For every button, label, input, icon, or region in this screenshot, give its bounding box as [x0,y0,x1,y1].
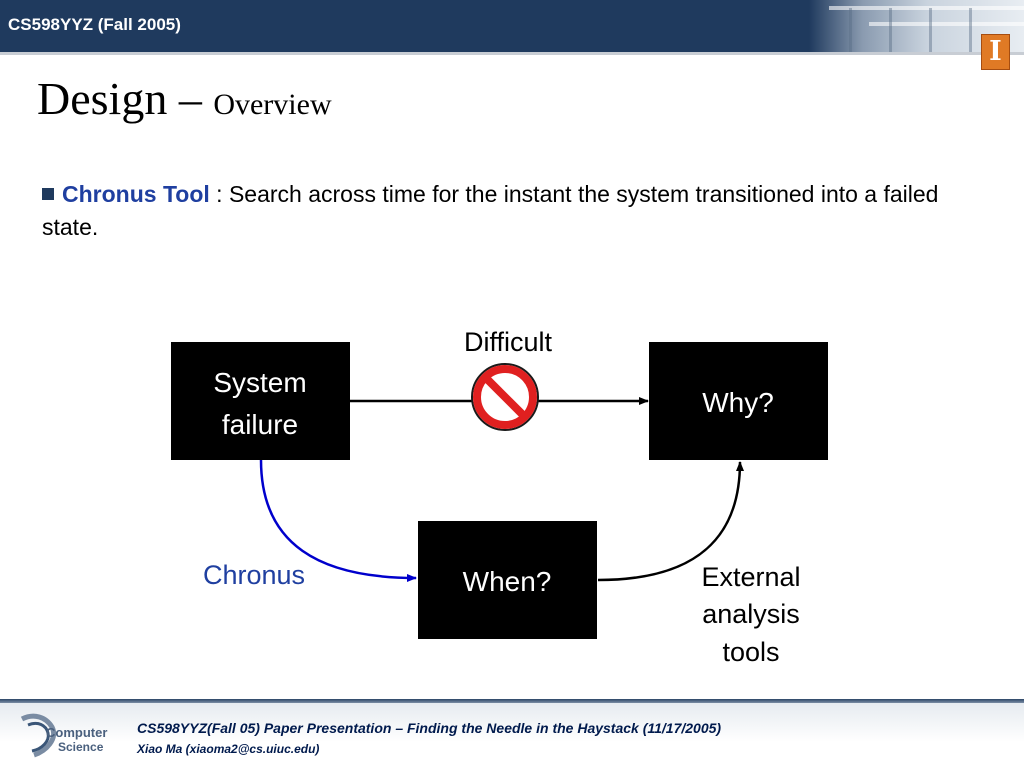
edge-failure-to-when [259,459,417,582]
edge-when-to-why [597,461,744,582]
title-main: Design – [37,73,214,124]
header-rule [0,52,1024,55]
logo-letter: I [989,36,1002,67]
logo-text-science: Science [58,740,104,754]
label-chronus: Chronus [203,560,305,590]
computer-science-logo: Computer Science [20,713,107,758]
footer-presentation-info: CS598YYZ(Fall 05) Paper Presentation – F… [137,720,722,736]
footer-bar [0,699,1024,703]
node-system-failure-line2: failure [222,409,298,440]
logo-text-computer: Computer [46,725,107,740]
logo-swoosh [20,713,56,758]
photo-beam [869,22,1024,26]
footer-background [0,703,1024,768]
node-when: When? [418,521,597,639]
university-logo: I [981,34,1010,70]
prohibited-icon [471,363,539,431]
square-bullet-icon [42,188,54,200]
node-why-label: Why? [702,387,774,418]
label-external-line2: analysis [702,599,800,629]
logo-swoosh [27,721,50,753]
node-when-label: When? [463,566,552,597]
slide-title: Design – Overview [37,72,332,125]
label-external-line3: tools [722,637,779,667]
title-sub: Overview [213,88,332,121]
photo-beam [829,6,1024,10]
course-title: CS598YYZ (Fall 2005) [8,15,181,34]
node-system-failure: System failure [171,342,350,460]
label-external-line1: External [701,562,800,592]
photo-column [969,8,972,52]
bullet-text: : Search across time for the instant the… [42,181,939,240]
bullet-term: Chronus Tool [62,181,210,207]
label-difficult: Difficult [464,327,553,357]
photo-column [929,8,932,52]
node-why: Why? [649,342,828,460]
photo-column [849,8,852,52]
node-system-failure-line1: System [213,367,306,398]
bullet-point: Chronus Tool : Search across time for th… [42,178,972,244]
photo-column [889,8,892,52]
footer-author: Xiao Ma (xiaoma2@cs.uiuc.edu) [137,742,320,756]
